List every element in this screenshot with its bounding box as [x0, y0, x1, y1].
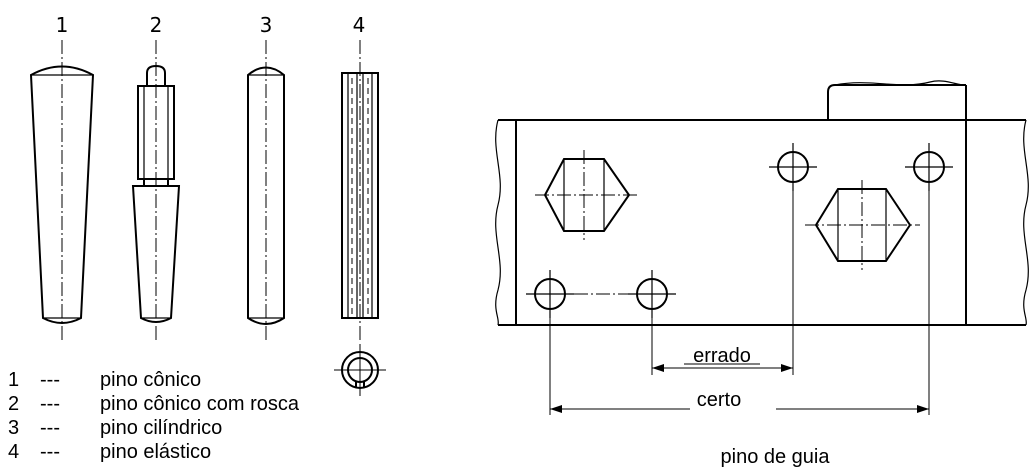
legend-dash-2: ---: [40, 393, 60, 415]
taper-pin-drawing: [29, 40, 95, 340]
pin-number-3: 3: [260, 13, 273, 37]
legend-number-3: 3: [8, 417, 19, 439]
legend-text-4: pino elástico: [100, 441, 211, 463]
guide-pin-caption: pino de guia: [721, 446, 831, 468]
cylindrical-pin-drawing: [247, 40, 285, 340]
guide-pin-assembly: [495, 80, 1029, 415]
legend-text-3: pino cilíndrico: [100, 417, 222, 439]
legend-number-4: 4: [8, 441, 19, 463]
legend-number-2: 2: [8, 393, 19, 415]
pin-number-2: 2: [150, 13, 163, 37]
legend: 1 --- pino cônico 2 --- pino cônico com …: [8, 369, 300, 463]
pin-number-1: 1: [56, 13, 69, 37]
wrong-dimension-label: errado: [693, 345, 751, 367]
spring-pin-drawing: [341, 40, 379, 340]
legend-dash-4: ---: [40, 441, 60, 463]
right-dimension-label: certo: [697, 389, 741, 411]
legend-text-2: pino cônico com rosca: [100, 393, 300, 415]
legend-dash-3: ---: [40, 417, 60, 439]
threaded-taper-pin-drawing: [131, 40, 181, 340]
legend-number-1: 1: [8, 369, 19, 391]
legend-text-1: pino cônico: [100, 369, 201, 391]
pin-number-4: 4: [353, 13, 366, 37]
legend-dash-1: ---: [40, 369, 60, 391]
spring-pin-section: [334, 344, 386, 396]
